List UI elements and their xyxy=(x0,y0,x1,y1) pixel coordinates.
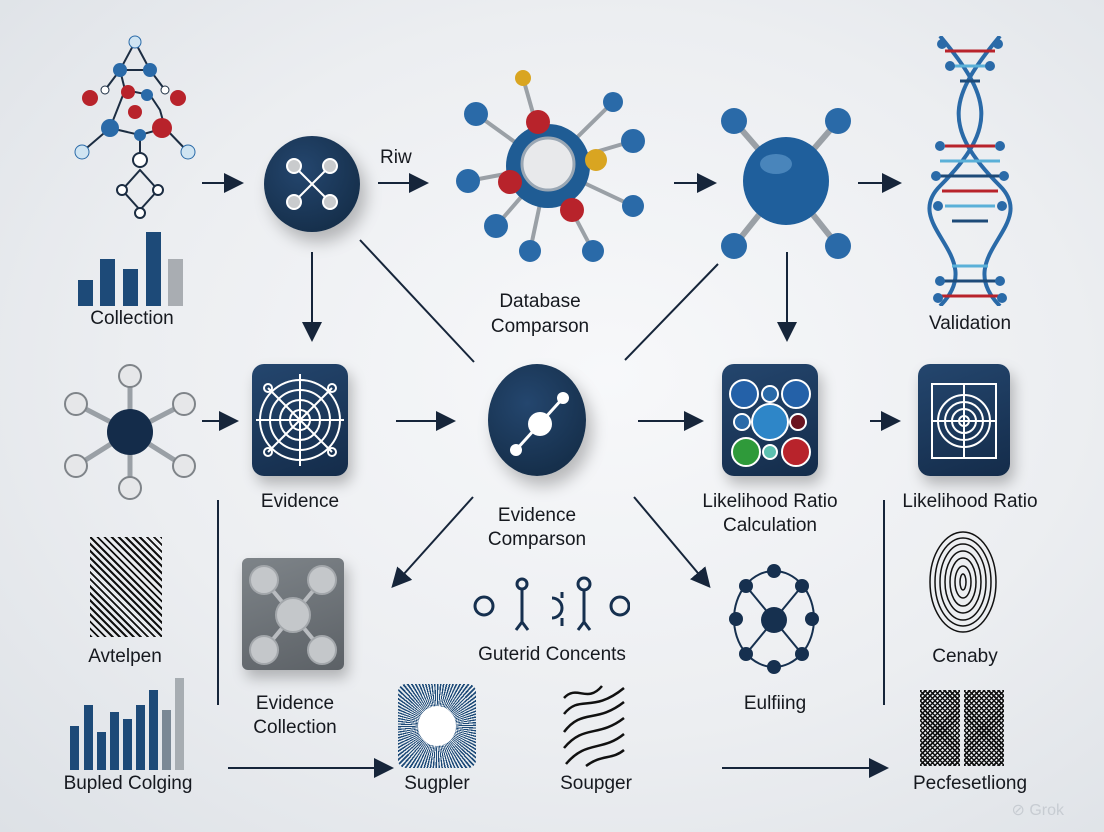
label-evidence: Evidence xyxy=(260,491,340,512)
label-evidence-comparison-2: Comparson xyxy=(487,529,587,550)
dna-helix-icon xyxy=(927,36,1013,306)
label-collection: Collection xyxy=(90,308,174,329)
label-database: Database xyxy=(499,291,581,312)
blue-molecule-icon xyxy=(721,108,851,259)
target-tile-icon xyxy=(918,364,1010,476)
label-validation: Validation xyxy=(928,313,1012,334)
label-pecfesetliong: Pecfesetliong xyxy=(912,773,1028,794)
bar-chart-2-icon xyxy=(70,678,184,770)
ring-network-icon xyxy=(729,564,819,674)
label-likelihood-ratio: Likelihood Ratio xyxy=(902,491,1038,512)
radar-tile-icon xyxy=(252,364,348,476)
label-soupger: Soupger xyxy=(560,773,632,794)
white-molecule-icon xyxy=(64,364,196,500)
fingerprint-pattern-icon xyxy=(90,537,162,637)
complex-molecule-icon xyxy=(456,70,645,262)
checker-pattern-icon-2 xyxy=(964,690,1004,766)
network-x-disc-icon xyxy=(264,136,360,232)
label-cenaby: Cenaby xyxy=(932,646,998,667)
wave-pattern-icon xyxy=(563,685,625,768)
circles-grid-tile-icon xyxy=(722,364,818,476)
label-database-comparison: Comparson xyxy=(490,316,590,337)
label-likelihood-ratio-calculation-2: Calculation xyxy=(723,515,817,536)
molecule-cluster-icon xyxy=(74,35,196,219)
watermark-icon: ⊘ xyxy=(1011,802,1030,819)
label-avtelpen: Avtelpen xyxy=(88,646,162,667)
label-evidence-comparison-1: Evidence xyxy=(497,505,577,526)
radial-pattern-icon xyxy=(398,684,476,768)
connector-glyphs-icon xyxy=(473,576,630,631)
label-evidence-collection-1: Evidence xyxy=(255,693,335,714)
label-eulfiing: Eulfiing xyxy=(743,693,807,714)
grey-molecule-tile-icon xyxy=(242,558,344,670)
label-likelihood-ratio-calculation-1: Likelihood Ratio xyxy=(702,491,838,512)
label-riw: Riw xyxy=(380,147,412,168)
checker-pattern-icon xyxy=(920,690,960,766)
fingerprint-icon xyxy=(929,531,997,633)
label-bupled-colging: Bupled Colging xyxy=(63,773,193,794)
watermark-text: Grok xyxy=(1029,802,1064,819)
bar-chart-icon xyxy=(78,232,183,306)
label-guterid-concents: Guterid Concents xyxy=(478,644,626,665)
grok-watermark: ⊘ Grok xyxy=(1011,800,1064,820)
node-link-disc-icon xyxy=(488,364,586,476)
label-evidence-collection-2: Collection xyxy=(253,717,337,738)
label-sugpler: Sugpler xyxy=(404,773,470,794)
